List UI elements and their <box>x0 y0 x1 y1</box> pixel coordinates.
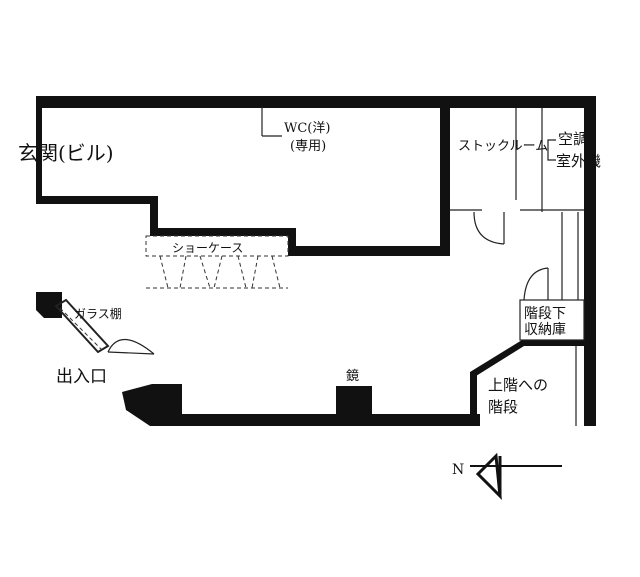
outer-walls <box>36 96 596 426</box>
bottom-wall <box>150 414 480 426</box>
left-upper-wall <box>36 96 42 196</box>
label-under-stair-line1: 階段下 <box>524 306 566 322</box>
label-stock-room: ストックルーム <box>458 139 548 154</box>
label-wc-line2: (専用) <box>290 139 326 154</box>
right-wall <box>584 96 596 426</box>
label-ac-line2: 室外機 <box>556 152 601 170</box>
label-showcase: ショーケース <box>172 241 243 255</box>
glass-shelf <box>54 298 110 354</box>
wc-right-wall <box>440 100 450 256</box>
label-mirror: 鏡 <box>346 369 359 384</box>
step-wall-vertical <box>150 196 158 236</box>
label-entrance-building: 玄関(ビル) <box>18 141 114 165</box>
interior-lines <box>261 106 585 426</box>
showcase <box>145 235 289 289</box>
label-doorway: 出入口 <box>56 367 107 387</box>
top-wall <box>36 96 596 108</box>
stair-left-wall <box>470 372 477 426</box>
entrance-door[interactable] <box>107 338 155 355</box>
label-glass-shelf: ガラス棚 <box>74 306 122 321</box>
left-middle-wall <box>36 196 154 204</box>
stair-diagonal-wall <box>470 340 586 376</box>
label-wc-line1: WC(洋) <box>284 121 330 136</box>
lower-left-corner <box>122 384 182 426</box>
mirror-block <box>336 386 372 426</box>
label-north: N <box>452 462 464 478</box>
label-under-stair-line2: 収納庫 <box>524 321 566 338</box>
step-wall-horizontal <box>150 228 296 236</box>
label-stairs-line2: 階段 <box>488 398 518 416</box>
entrance-pillar <box>36 292 62 318</box>
north-arrow <box>470 452 562 501</box>
label-stairs-line1: 上階への <box>488 376 548 394</box>
showcase-end-wall <box>288 228 296 256</box>
label-ac-line1: 空調 <box>558 130 588 148</box>
wc-lower-wall <box>292 246 450 256</box>
